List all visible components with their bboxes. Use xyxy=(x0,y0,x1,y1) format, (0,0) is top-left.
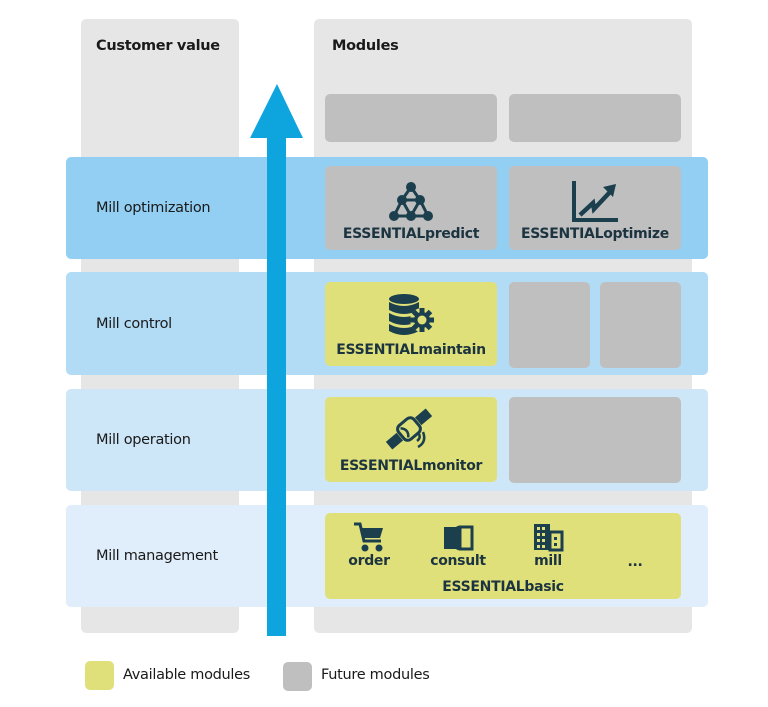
module-essential-optimize[interactable]: ESSENTIALoptimize xyxy=(509,166,681,250)
customer-value-title: Customer value xyxy=(96,38,220,54)
building-icon xyxy=(534,524,564,552)
network-triangle-icon xyxy=(389,182,433,221)
row-label-mill-control: Mill control xyxy=(96,316,172,332)
module-label: ESSENTIALpredict xyxy=(342,226,480,242)
basic-item-label: mill xyxy=(534,553,562,569)
row-label-mill-management: Mill management xyxy=(96,548,218,564)
module-label: ESSENTIALmonitor xyxy=(339,458,483,474)
legend-swatch-available xyxy=(85,661,114,690)
future-module-slot xyxy=(509,397,681,483)
modules-title: Modules xyxy=(332,38,399,54)
satellite-icon xyxy=(385,408,433,450)
cart-icon xyxy=(354,522,383,552)
basic-item-label: consult xyxy=(430,553,486,569)
future-module-placeholder xyxy=(325,94,497,142)
basic-item-mill[interactable]: mill xyxy=(525,521,571,569)
basic-item-label: order xyxy=(348,553,390,569)
trend-chart-icon xyxy=(572,181,618,222)
legend-label-future: Future modules xyxy=(321,667,430,683)
arrow-shaft xyxy=(267,137,286,636)
module-label: ESSENTIALmaintain xyxy=(336,342,486,358)
module-label: ESSENTIALbasic xyxy=(442,579,564,595)
module-essential-basic[interactable]: ESSENTIALbasic xyxy=(325,513,681,599)
row-label-mill-optimization: Mill optimization xyxy=(96,200,211,216)
module-essential-monitor[interactable]: ESSENTIALmonitor xyxy=(325,397,497,482)
database-gear-icon xyxy=(389,294,434,335)
future-module-slot xyxy=(600,282,681,368)
basic-item-order[interactable]: order xyxy=(344,521,394,569)
future-module-slot xyxy=(509,282,590,368)
book-icon xyxy=(444,525,474,551)
customer-value-arrow xyxy=(250,84,303,636)
basic-item-consult[interactable]: consult xyxy=(428,521,488,569)
module-essential-maintain[interactable]: ESSENTIALmaintain xyxy=(325,282,497,366)
row-label-mill-operation: Mill operation xyxy=(96,432,191,448)
module-essential-predict[interactable]: ESSENTIALpredict xyxy=(325,166,497,250)
future-module-placeholder xyxy=(509,94,681,142)
more-ellipsis: ... xyxy=(627,554,643,570)
arrow-head xyxy=(250,84,303,138)
basic-item-more: ... xyxy=(620,554,650,570)
module-label: ESSENTIALoptimize xyxy=(521,226,669,242)
legend-label-available: Available modules xyxy=(123,667,251,683)
legend-swatch-future xyxy=(283,662,312,691)
